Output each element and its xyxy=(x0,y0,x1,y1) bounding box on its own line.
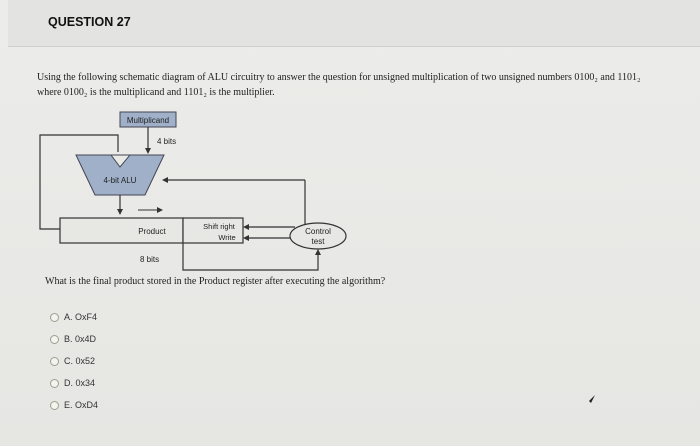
alu-label: 4-bit ALU xyxy=(104,176,137,185)
product-register-right xyxy=(182,217,244,244)
4-bits-label: 4 bits xyxy=(157,137,176,146)
multiplicand-label: Multiplicand xyxy=(127,116,169,125)
radio-button-a[interactable] xyxy=(50,312,59,322)
question-prompt: Using the following schematic diagram of… xyxy=(37,70,687,100)
radio-button-b[interactable] xyxy=(50,334,59,344)
choice-a-label: A. OxF4 xyxy=(64,312,98,322)
choice-a[interactable]: A. OxF4 xyxy=(50,310,97,324)
choice-c[interactable]: C. 0x52 xyxy=(50,354,95,368)
control-label-line1: Control xyxy=(305,227,331,236)
product-label: Product xyxy=(138,227,166,236)
choice-b-label: B. 0x4D xyxy=(64,334,97,344)
choice-e[interactable]: E. OxD4 xyxy=(50,398,98,412)
question-text: What is the final product stored in the … xyxy=(45,276,386,287)
prompt-line-1: Using the following schematic diagram of… xyxy=(37,72,641,83)
choice-d-label: D. 0x34 xyxy=(64,378,96,388)
product-to-control-line xyxy=(182,243,319,271)
choice-d[interactable]: D. 0x34 xyxy=(50,376,95,390)
write-label: Write xyxy=(218,233,235,242)
choice-e-label: E. OxD4 xyxy=(64,400,99,410)
radio-button-d[interactable] xyxy=(50,378,59,388)
mouse-cursor-icon xyxy=(587,395,595,403)
shift-right-label: Shift right xyxy=(203,222,236,231)
control-label-line2: test xyxy=(312,237,326,246)
question-title: QUESTION 27 xyxy=(48,15,131,29)
prompt-line-2: where 0100₂ is the multiplicand and 1101… xyxy=(37,87,275,98)
choice-c-label: C. 0x52 xyxy=(64,356,96,366)
radio-button-c[interactable] xyxy=(50,356,59,366)
choice-b[interactable]: B. 0x4D xyxy=(50,332,96,346)
radio-button-e[interactable] xyxy=(50,400,59,410)
product-feedback-line xyxy=(39,134,119,230)
alu-block xyxy=(75,154,165,196)
8-bits-label: 8 bits xyxy=(140,255,159,264)
question-header: QUESTION 27 xyxy=(8,0,700,47)
